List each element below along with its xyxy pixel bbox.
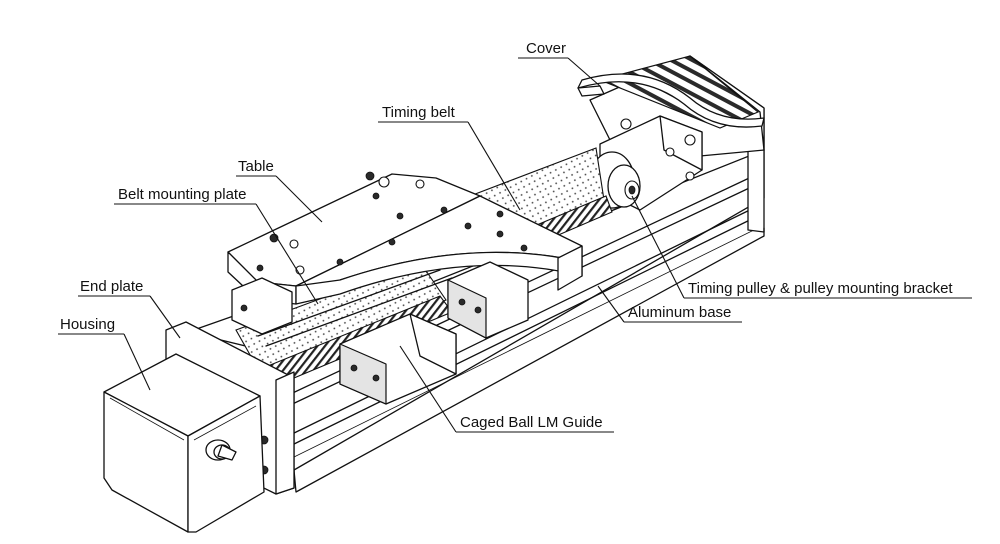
lm-guide-blocks bbox=[231, 261, 529, 405]
label-cover: Cover bbox=[526, 40, 566, 57]
cover-part bbox=[577, 55, 765, 129]
label-caged-ball-lm-guide: Caged Ball LM Guide bbox=[460, 414, 603, 431]
label-timing-pulley: Timing pulley & pulley mounting bracket bbox=[688, 280, 953, 297]
label-table: Table bbox=[238, 158, 274, 175]
label-end-plate: End plate bbox=[80, 278, 143, 295]
label-timing-belt: Timing belt bbox=[382, 104, 456, 121]
label-housing: Housing bbox=[60, 316, 115, 333]
table bbox=[227, 171, 583, 305]
labels: Cover Timing belt Table Belt mounting pl… bbox=[60, 40, 953, 431]
label-aluminum-base: Aluminum base bbox=[628, 304, 731, 321]
label-belt-mounting-plate: Belt mounting plate bbox=[118, 186, 246, 203]
leader-lines bbox=[58, 57, 972, 433]
